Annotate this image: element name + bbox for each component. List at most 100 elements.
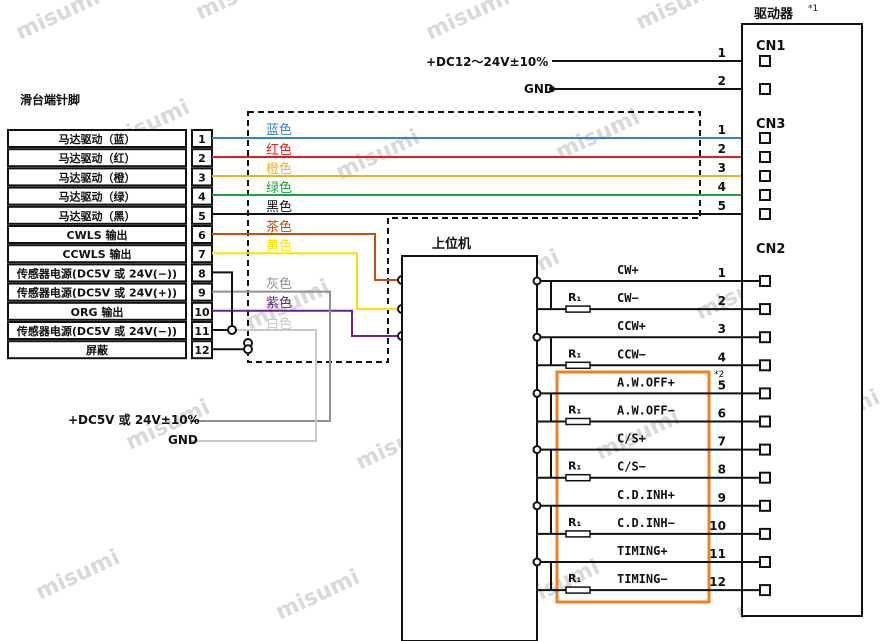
slide-pin-number: 9 (198, 287, 206, 300)
wire-label-yellow: 黄色 (266, 238, 292, 254)
slide-pin-number: 2 (198, 152, 206, 165)
wire-label-blue: 蓝色 (266, 122, 292, 138)
slide-pin-number: 11 (194, 325, 209, 338)
cn2-pin-number: 1 (718, 266, 726, 280)
wire-gray (190, 290, 331, 422)
host-signal-label: C/S+ (617, 432, 646, 446)
watermark-text: misumi (12, 0, 104, 45)
cn2-pin (759, 387, 771, 400)
wire-label-purple: 紫色 (266, 295, 292, 311)
resistor-r1 (565, 586, 591, 594)
driver-title: 驱动器 (754, 7, 794, 22)
cn1-label: CN1 (756, 39, 785, 54)
watermark-text: misumi (192, 0, 284, 25)
host-signal-label: CCW− (617, 347, 646, 361)
slide-row-box (7, 186, 187, 206)
cn2-pin (759, 499, 771, 512)
wire-label-orange: 橙色 (266, 161, 292, 177)
wire-label-gray: 灰色 (266, 276, 292, 292)
resistor-label: R₁ (568, 291, 581, 304)
slide-pin-number: 8 (198, 267, 206, 280)
slide-row-label: 马达驱动（红） (59, 151, 136, 165)
slide-row-label: 屏蔽 (86, 343, 109, 357)
host-signal-label: C.D.INH+ (617, 488, 675, 502)
terminal-node (243, 344, 253, 355)
slide-row-box (7, 321, 187, 340)
cn1-pin-number: 2 (718, 74, 726, 88)
slide-row-box (7, 263, 187, 283)
cn2-pin-number: 10 (709, 519, 726, 533)
slide-title: 滑台端针脚 (20, 92, 80, 107)
slide-pin-number: 12 (194, 344, 209, 357)
resistor-r1 (565, 473, 591, 482)
cn2-pin (759, 584, 771, 597)
slide-row-box (7, 205, 187, 225)
host-terminal (532, 332, 542, 342)
host-signal-label: C/S− (617, 460, 646, 474)
slide-row-label: CCWLS 输出 (62, 247, 131, 261)
cn2-pin (759, 556, 771, 568)
slide-row-label: 马达驱动（橙） (59, 170, 136, 184)
cn2-label: CN2 (756, 242, 785, 257)
cn3-pin (759, 132, 771, 144)
resistor-label: R₁ (568, 572, 581, 585)
highlight-note: *2 (714, 370, 724, 380)
slide-row-label: CWLS 输出 (67, 228, 128, 242)
wire-layer (190, 60, 760, 442)
slide-row-box (7, 225, 187, 244)
wire-purple (212, 309, 402, 337)
cn3-pin (759, 208, 771, 220)
cn2-pin (759, 443, 771, 456)
slide-row-box (7, 340, 187, 360)
cn2-pin (759, 331, 771, 344)
slide-row-box (7, 129, 187, 148)
cn2-pin (759, 527, 771, 540)
watermark-text: misumi (632, 0, 724, 35)
wire-sensor-common (212, 271, 233, 331)
gnd-terminal (549, 86, 555, 92)
cn3-pin-number: 4 (718, 180, 726, 194)
host-signal-label: CCW+ (617, 319, 646, 333)
watermark-text: misumi (32, 545, 124, 606)
slide-row-box (7, 282, 187, 302)
resistor-r1 (565, 530, 591, 538)
host-terminal (532, 445, 542, 455)
cn2-pin (759, 359, 771, 372)
wire-yellow (212, 252, 402, 310)
cn2-pin-number: 8 (718, 463, 726, 477)
driver-power-supply: +DC12～24V±10% (426, 55, 548, 69)
host-terminal (532, 501, 542, 511)
cn3-pin (759, 170, 771, 182)
wire-label-green: 绿色 (266, 180, 292, 196)
cn2-pin (759, 471, 771, 484)
host-terminal (532, 388, 542, 398)
host-signal-layer: CW+CW−R₁CCW+CCW−R₁A.W.OFF+A.W.OFF−R₁C/S+… (532, 263, 760, 594)
wire-white (190, 329, 317, 442)
resistor-label: R₁ (568, 404, 581, 417)
terminal-node (227, 325, 237, 335)
cn2-pin (759, 275, 771, 287)
cn2-pin-number: 11 (709, 547, 726, 561)
host-signal-label: A.W.OFF+ (617, 375, 675, 389)
cn3-pin-number: 2 (718, 142, 726, 156)
host-terminal (532, 557, 542, 567)
cn2-pin (759, 303, 771, 316)
cn1-pin (759, 55, 771, 67)
wire-shield (212, 343, 249, 351)
cn2-pin-number: 12 (709, 575, 726, 589)
wire-brown (212, 233, 402, 281)
host-signal-label: A.W.OFF− (617, 404, 675, 418)
slide-pin-box (191, 205, 213, 225)
slide-row-label: ORG 输出 (71, 305, 124, 319)
cn2-pin-number: 5 (718, 378, 726, 392)
resistor-r1 (565, 361, 591, 370)
cn1-pin (759, 83, 771, 95)
cn2-pin-number: 4 (718, 350, 726, 364)
cn3-pin (759, 151, 771, 163)
slide-pin-number: 3 (198, 171, 206, 184)
cable-dashed-boundary (247, 111, 701, 363)
wire-label-red: 红色 (266, 142, 292, 158)
